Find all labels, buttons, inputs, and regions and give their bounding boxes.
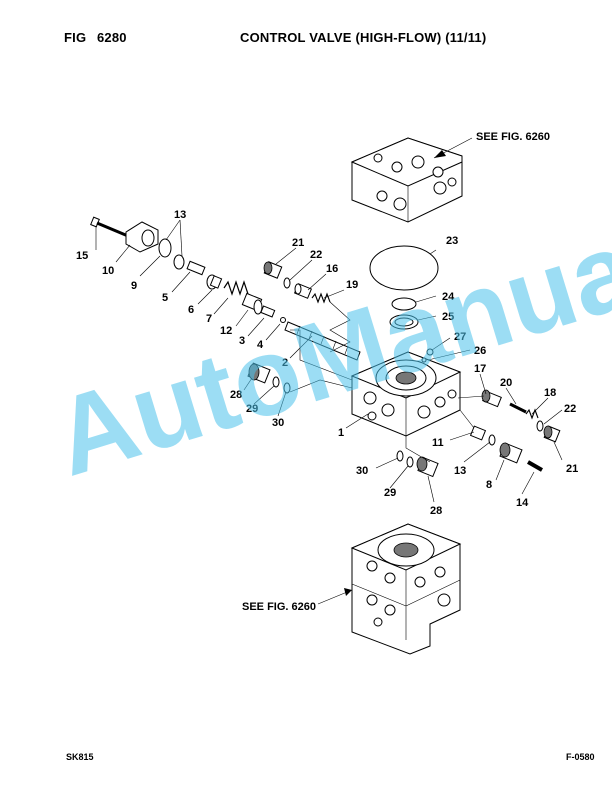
callout-5: 5 bbox=[162, 292, 168, 304]
callout-21-top: 21 bbox=[292, 237, 304, 249]
figure-number: 6280 bbox=[97, 30, 127, 45]
callout-27: 27 bbox=[454, 331, 466, 343]
callout-8: 8 bbox=[486, 479, 492, 491]
footer-model: SK815 bbox=[66, 752, 94, 762]
reference-bottom: SEE FIG. 6260 bbox=[242, 601, 316, 613]
plug-21-right bbox=[543, 425, 561, 443]
bolt-15 bbox=[90, 216, 129, 238]
callout-14: 14 bbox=[516, 497, 529, 509]
o-ring-23 bbox=[369, 245, 439, 291]
callout-12: 12 bbox=[220, 325, 232, 337]
figure-label: FIG bbox=[64, 30, 87, 45]
ball-26 bbox=[421, 357, 427, 363]
fitting-17 bbox=[481, 389, 502, 408]
callout-29-left: 29 bbox=[246, 403, 258, 415]
callout-28-left: 28 bbox=[230, 389, 242, 401]
callout-7: 7 bbox=[206, 313, 212, 325]
footer-page-code: F-0580 bbox=[566, 752, 595, 762]
o-ring-22-right bbox=[536, 420, 544, 432]
o-ring-13-right bbox=[488, 434, 496, 446]
spring-18 bbox=[525, 408, 539, 420]
lower-valve-block bbox=[350, 523, 462, 655]
callout-20: 20 bbox=[500, 377, 512, 389]
spring-7 bbox=[223, 280, 249, 296]
callout-16: 16 bbox=[326, 263, 338, 275]
pin-20 bbox=[509, 402, 527, 414]
callout-19: 19 bbox=[346, 279, 358, 291]
callouts: 1 2 3 4 5 6 7 8 9 10 11 12 13 13 14 15 1… bbox=[76, 209, 578, 517]
callout-4: 4 bbox=[257, 339, 264, 351]
leader-lines bbox=[95, 219, 563, 503]
o-ring-30-lower bbox=[396, 450, 404, 462]
bolt-14 bbox=[527, 460, 543, 472]
callout-24: 24 bbox=[442, 291, 455, 303]
reference-top: SEE FIG. 6260 bbox=[476, 131, 550, 143]
callout-13-top: 13 bbox=[174, 209, 186, 221]
plug-5 bbox=[186, 260, 206, 276]
o-ring-24 bbox=[391, 297, 417, 311]
plug-21-top bbox=[263, 261, 283, 279]
callout-2: 2 bbox=[282, 357, 288, 369]
callout-13-right: 13 bbox=[454, 465, 466, 477]
upper-valve-block bbox=[350, 137, 463, 223]
o-ring-30-left bbox=[283, 382, 291, 394]
ball-4 bbox=[280, 317, 286, 323]
callout-22-top: 22 bbox=[310, 249, 322, 261]
callout-6: 6 bbox=[188, 304, 194, 316]
callout-28-lower: 28 bbox=[430, 505, 442, 517]
spool-2 bbox=[284, 321, 361, 361]
plug-11 bbox=[469, 425, 487, 441]
plug-28-left bbox=[247, 362, 271, 384]
o-ring-22-top bbox=[283, 277, 291, 289]
o-ring-29-left bbox=[272, 376, 280, 388]
callout-29-lower: 29 bbox=[384, 487, 396, 499]
poppet-16 bbox=[293, 283, 313, 299]
callout-26: 26 bbox=[474, 345, 486, 357]
callout-17: 17 bbox=[474, 363, 486, 375]
o-ring-29-lower bbox=[406, 456, 414, 468]
o-ring-9 bbox=[158, 238, 172, 258]
o-ring-13 bbox=[173, 254, 185, 270]
callout-9: 9 bbox=[131, 280, 137, 292]
callout-11: 11 bbox=[432, 437, 444, 449]
callout-25: 25 bbox=[442, 311, 454, 323]
callout-30-lower: 30 bbox=[356, 465, 368, 477]
retainer-6 bbox=[206, 274, 223, 290]
callout-18: 18 bbox=[544, 387, 556, 399]
callout-23: 23 bbox=[446, 235, 458, 247]
callout-10: 10 bbox=[102, 265, 114, 277]
callout-15: 15 bbox=[76, 250, 88, 262]
cap-10 bbox=[125, 221, 159, 253]
valve-body-1 bbox=[350, 348, 462, 437]
callout-30-left: 30 bbox=[272, 417, 284, 429]
plug-27 bbox=[426, 348, 434, 356]
callout-1: 1 bbox=[338, 427, 344, 439]
callout-21-right: 21 bbox=[566, 463, 578, 475]
spring-19 bbox=[311, 292, 331, 304]
spacer-12 bbox=[241, 292, 263, 315]
callout-3: 3 bbox=[239, 335, 245, 347]
callout-22-right: 22 bbox=[564, 403, 576, 415]
page-title: CONTROL VALVE (HIGH-FLOW) (11/11) bbox=[240, 30, 487, 45]
stopper-3 bbox=[260, 305, 276, 318]
fitting-8 bbox=[499, 442, 523, 464]
plug-28-lower bbox=[416, 456, 439, 478]
